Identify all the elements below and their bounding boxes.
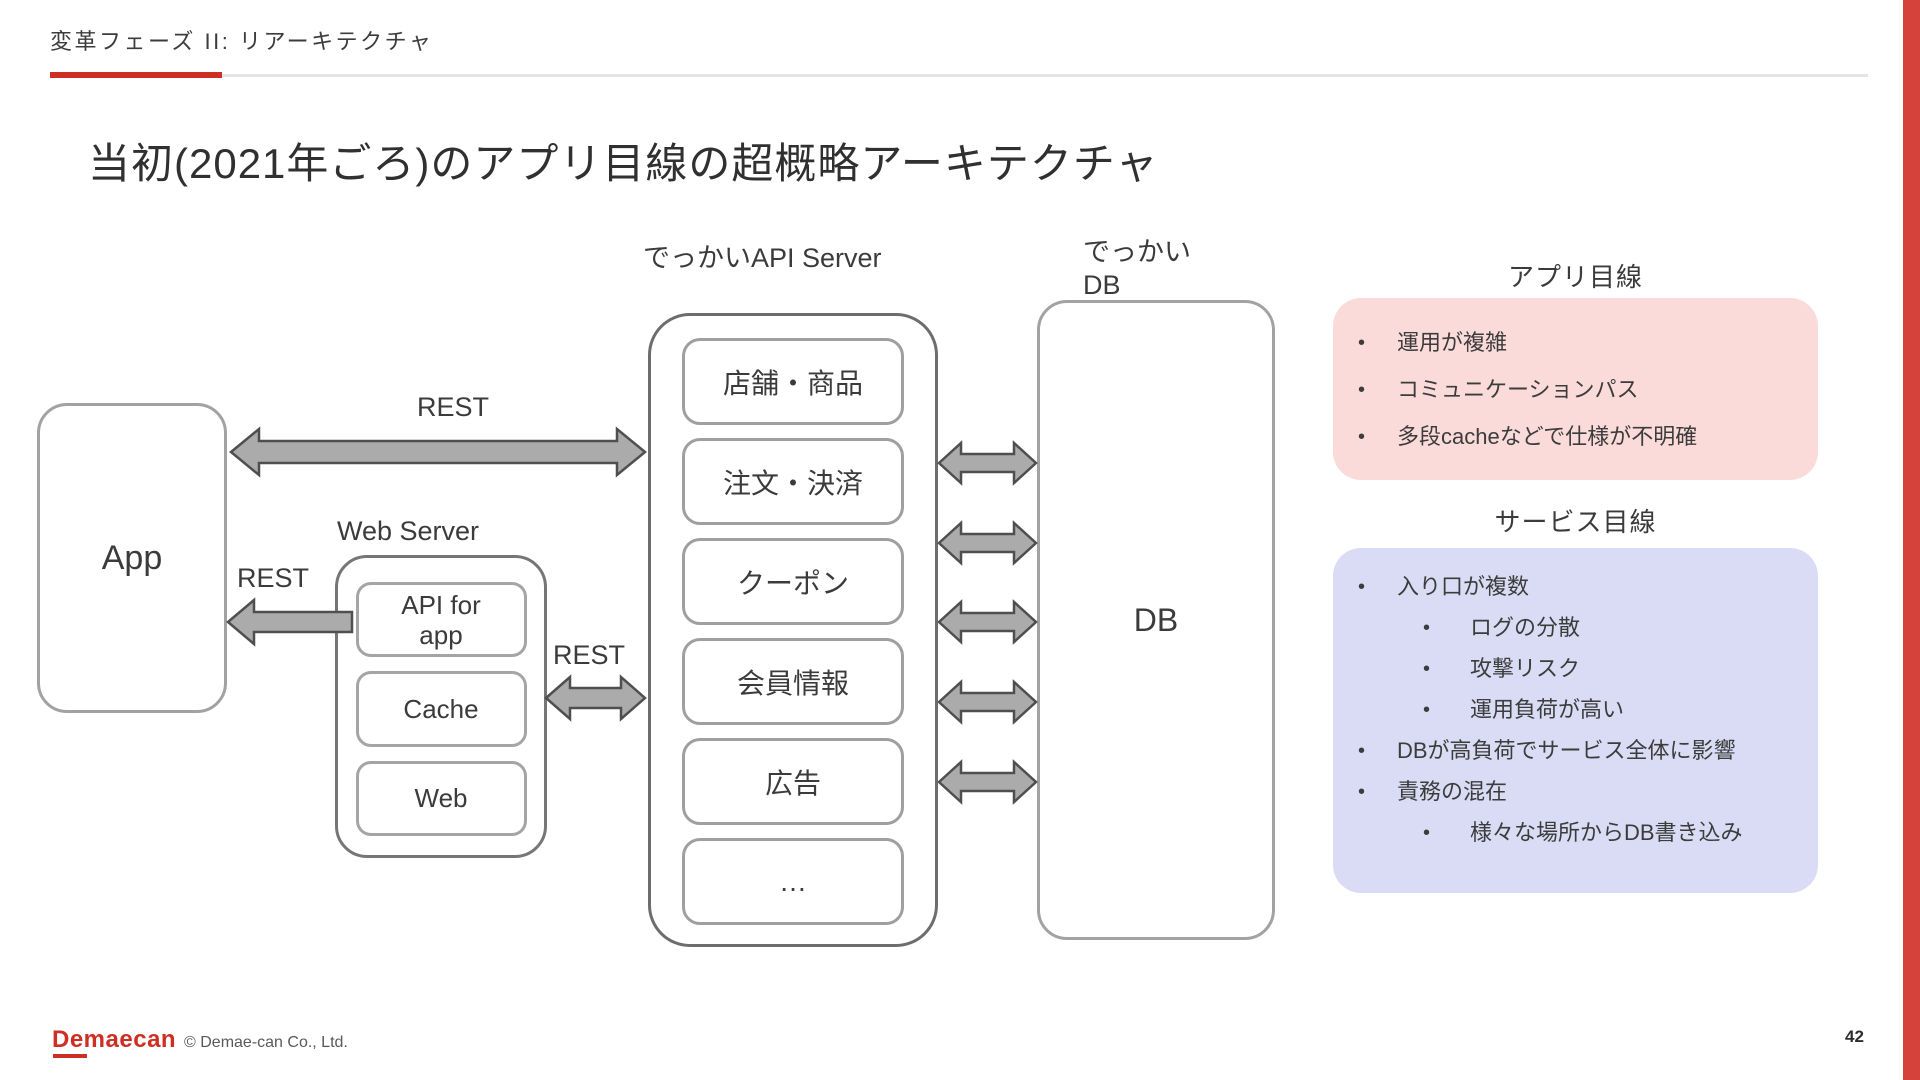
app-box: App xyxy=(37,403,227,713)
bullet-text: 多段cacheなどで仕様が不明確 xyxy=(1397,424,1698,449)
slide-title: 当初(2021年ごろ)のアプリ目線の超概略アーキテクチャ xyxy=(88,140,1159,187)
bullet-item: • 運用負荷が高い xyxy=(1333,696,1798,724)
bullet-dot: • xyxy=(1358,740,1366,762)
bullet-text: 様々な場所からDB書き込み xyxy=(1470,820,1743,845)
web-server-item-cache: Cache xyxy=(355,671,527,747)
api-server-item-ads: 広告 xyxy=(682,738,904,825)
bullet-dot: • xyxy=(1358,379,1366,401)
header-rule-line xyxy=(222,74,1868,77)
db-box: DB xyxy=(1037,300,1275,940)
api-server-item-members: 会員情報 xyxy=(682,638,904,725)
rest-label-app-api: REST xyxy=(416,392,489,422)
api-server-item-more: … xyxy=(682,838,904,925)
rest-arrow-app-api xyxy=(229,426,647,478)
api-server-label: でっかいAPI Server xyxy=(643,243,882,273)
header-rule-accent xyxy=(50,72,222,78)
web-server-item-label: Cache xyxy=(403,693,479,724)
web-server-item-label: API for app xyxy=(401,589,481,650)
bullet-item: • コミュニケーションパス xyxy=(1333,376,1798,404)
bullet-dot: • xyxy=(1358,781,1366,803)
web-server-item-label: Web xyxy=(414,783,468,814)
api-server-item-label: 注文・決済 xyxy=(722,467,863,499)
bullet-text: 攻撃リスク xyxy=(1470,656,1581,681)
bullet-text: 責務の混在 xyxy=(1397,779,1508,804)
company-logo-underline xyxy=(53,1054,87,1058)
bullet-dot: • xyxy=(1423,822,1431,844)
web-server-item-web: Web xyxy=(355,760,527,836)
api-server-item-coupons: クーポン xyxy=(682,538,904,625)
api-server-item-label: … xyxy=(779,865,807,897)
bullet-dot: • xyxy=(1358,576,1366,598)
arrow-api-db-2 xyxy=(937,520,1038,566)
bullet-item: • 入り口が複数 xyxy=(1333,573,1798,601)
bullet-text: DBが高負荷でサービス全体に影響 xyxy=(1397,738,1736,763)
bullet-dot: • xyxy=(1423,699,1431,721)
bullet-text: 運用負荷が高い xyxy=(1470,697,1625,722)
bullet-text: 入り口が複数 xyxy=(1397,574,1530,599)
bullet-item: • 運用が複雑 xyxy=(1333,329,1798,357)
rest-arrow-webserver-app xyxy=(226,597,354,647)
api-server-item-label: クーポン xyxy=(736,567,849,599)
footer-copyright: © Demae-can Co., Ltd. xyxy=(184,1034,348,1051)
web-server-item-api-for-app: API for app xyxy=(355,582,527,658)
bullet-item: • 責務の混在 xyxy=(1333,778,1798,806)
bullet-text: 運用が複雑 xyxy=(1397,330,1508,355)
company-logo: Demaecan xyxy=(52,1026,177,1053)
bullet-item: • 多段cacheなどで仕様が不明確 xyxy=(1333,423,1798,451)
app-box-label: App xyxy=(101,538,163,577)
api-server-item-orders: 注文・決済 xyxy=(682,438,904,525)
page-number: 42 xyxy=(1845,1027,1864,1046)
arrow-api-db-5 xyxy=(937,759,1038,805)
db-box-label: DB xyxy=(1133,601,1179,638)
arrow-api-db-3 xyxy=(937,599,1038,645)
bullet-dot: • xyxy=(1423,658,1431,680)
api-server-item-label: 店舗・商品 xyxy=(722,367,863,399)
right-edge-accent-bar xyxy=(1903,0,1920,1080)
bullet-item: • 様々な場所からDB書き込み xyxy=(1333,819,1798,847)
bullet-text: ログの分散 xyxy=(1470,615,1581,640)
bullet-item: • DBが高負荷でサービス全体に影響 xyxy=(1333,737,1798,765)
api-server-box: 店舗・商品 注文・決済 クーポン 会員情報 広告 … xyxy=(648,313,938,947)
web-server-box: API for app Cache Web xyxy=(335,555,547,858)
api-server-item-label: 会員情報 xyxy=(736,667,849,699)
arrow-api-db-1 xyxy=(937,440,1038,486)
rest-label-webserver-api: REST xyxy=(553,640,626,670)
db-group-label: でっかい DB xyxy=(1083,236,1191,302)
bullet-text: コミュニケーションパス xyxy=(1397,377,1639,402)
api-server-item-label: 広告 xyxy=(764,767,821,799)
web-server-label: Web Server xyxy=(337,516,480,546)
service-view-title: サービス目線 xyxy=(1494,507,1657,537)
service-view-panel: • 入り口が複数 • ログの分散 • 攻撃リスク • 運用負荷が高い • DBが高負荷でサービス全… xyxy=(1333,548,1818,893)
bullet-dot: • xyxy=(1358,332,1366,354)
api-server-item-shops: 店舗・商品 xyxy=(682,338,904,425)
bullet-dot: • xyxy=(1358,426,1366,448)
arrow-api-db-4 xyxy=(937,679,1038,725)
bullet-dot: • xyxy=(1423,617,1431,639)
db-group-label-line2: DB xyxy=(1083,270,1121,300)
bullet-item: • ログの分散 xyxy=(1333,614,1798,642)
app-view-title: アプリ目線 xyxy=(1507,262,1643,292)
db-group-label-line1: でっかい xyxy=(1083,237,1191,267)
slide-header: 変革フェーズ II: リアーキテクチャ xyxy=(50,29,434,54)
bullet-item: • 攻撃リスク xyxy=(1333,655,1798,683)
app-view-panel: • 運用が複雑 • コミュニケーションパス • 多段cacheなどで仕様が不明確 xyxy=(1333,298,1818,480)
rest-label-webserver-app: REST xyxy=(237,563,310,593)
rest-arrow-webserver-api xyxy=(544,674,647,722)
